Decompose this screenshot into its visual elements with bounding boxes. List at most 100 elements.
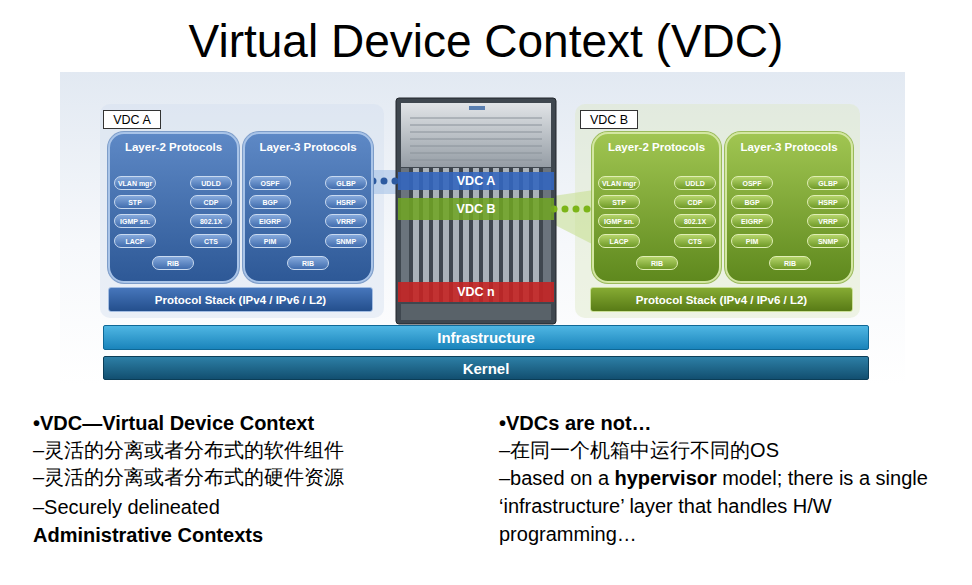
protocol-pill: EIGRP — [731, 214, 773, 228]
region-shade — [100, 104, 384, 318]
layer-bar: Infrastructure — [103, 325, 869, 350]
protocol-pill: IGMP sn. — [598, 214, 640, 228]
node-text: Infrastructure — [437, 329, 535, 346]
protocol-stack-bar: Protocol Stack (IPv4 / IPv6 / L2) — [108, 287, 373, 312]
node-text: VDC B — [590, 113, 628, 127]
node-text: 802.1X — [684, 218, 706, 225]
protocol-pill: PIM — [249, 234, 291, 248]
node-text: SNMP — [818, 238, 838, 245]
dotted-link — [373, 178, 398, 185]
protocol-pill: OSPF — [249, 176, 291, 190]
chassis-base — [401, 304, 551, 320]
node-text: VRRP — [818, 218, 837, 225]
node-text: PIM — [746, 238, 758, 245]
node-text: Protocol Stack (IPv4 / IPv6 / L2) — [155, 294, 326, 306]
node-text: GLBP — [818, 180, 837, 187]
node-text: HSRP — [336, 199, 355, 206]
node-text: VLAN mgr — [118, 180, 152, 187]
bullet-text: –based on a — [499, 467, 609, 489]
protocol-pill: UDLD — [674, 176, 716, 190]
protocol-group: Layer-3 ProtocolsOSPF GLBP BGP HSRP EIGRP VRR… — [243, 132, 373, 283]
node-text: Layer-2 Protocols — [125, 141, 222, 153]
protocol-pill: SNMP — [807, 234, 849, 248]
protocol-pill: CTS — [190, 234, 232, 248]
bullet-text: •VDCs are not… — [499, 409, 652, 437]
bullet-text: –在同一个机箱中运行不同的OS — [499, 436, 779, 464]
vdc-tag: VDC A — [103, 110, 161, 129]
protocol-pill: HSRP — [807, 195, 849, 209]
node-text: RIB — [784, 260, 796, 267]
vdc-band: VDC A — [398, 172, 554, 190]
node-text: VRRP — [336, 218, 355, 225]
bullet-text: –灵活的分离或者分布式的硬件资源 — [33, 463, 344, 491]
node-text: EIGRP — [259, 218, 281, 225]
node-text: VDC n — [457, 285, 495, 299]
node-text: Layer-3 Protocols — [259, 141, 356, 153]
node-text: SNMP — [336, 238, 356, 245]
node-text: VLAN mgr — [602, 180, 636, 187]
protocol-group: Layer-3 ProtocolsOSPF GLBP BGP HSRP EIGRP VRR… — [725, 132, 853, 283]
protocol-pill: VRRP — [807, 214, 849, 228]
protocol-pill: VRRP — [325, 214, 367, 228]
node-text: CTS — [688, 238, 702, 245]
protocol-pill: 802.1X — [674, 214, 716, 228]
bullet-text: hypervisor — [615, 467, 717, 489]
protocol-pill: RIB — [152, 256, 194, 270]
dotted-link — [554, 206, 592, 213]
chassis-body — [396, 98, 556, 324]
node-text: Layer-3 Protocols — [740, 141, 837, 153]
protocol-pill: GLBP — [807, 176, 849, 190]
protocol-pill: UDLD — [190, 176, 232, 190]
node-text: 802.1X — [200, 218, 222, 225]
node-text: VDC A — [113, 113, 151, 127]
link-arm — [553, 190, 594, 245]
protocol-pill: CTS — [674, 234, 716, 248]
node-text: Protocol Stack (IPv4 / IPv6 / L2) — [636, 294, 807, 306]
bullet-text: –灵活的分离或者分布式的软件组件 — [33, 436, 344, 464]
vdc-band: VDC B — [398, 198, 554, 220]
protocol-pill: OSPF — [731, 176, 773, 190]
node-text: RIB — [302, 260, 314, 267]
protocol-stack-bar: Protocol Stack (IPv4 / IPv6 / L2) — [590, 287, 853, 312]
node-text: BGP — [262, 199, 277, 206]
node-text: Layer-2 Protocols — [608, 141, 705, 153]
slide-title: Virtual Device Context (VDC) — [0, 13, 972, 69]
node-text: Kernel — [463, 360, 510, 377]
node-text: RIB — [651, 260, 663, 267]
node-text: STP — [128, 199, 142, 206]
protocol-pill: CDP — [190, 195, 232, 209]
protocol-pill: RIB — [636, 256, 678, 270]
vdc-band: VDC n — [398, 282, 554, 302]
node-text: UDLD — [685, 180, 704, 187]
protocol-pill: RIB — [769, 256, 811, 270]
protocol-pill: HSRP — [325, 195, 367, 209]
bullet-paragraph: –based on ahypervisormodel; there is a s… — [499, 464, 966, 548]
node-text: STP — [612, 199, 626, 206]
node-text: VDC B — [457, 202, 496, 216]
node-text: UDLD — [201, 180, 220, 187]
protocol-pill: BGP — [731, 195, 773, 209]
node-text: RIB — [167, 260, 179, 267]
protocol-group: Layer-2 ProtocolsVLAN mgr UDLD STP CDP IGMP … — [108, 132, 239, 283]
chassis-top — [401, 103, 551, 167]
node-text: IGMP sn. — [604, 218, 634, 225]
protocol-pill: EIGRP — [249, 214, 291, 228]
protocol-pill: STP — [598, 195, 640, 209]
node-text: PIM — [264, 238, 276, 245]
protocol-pill: STP — [114, 195, 156, 209]
protocol-pill: SNMP — [325, 234, 367, 248]
node-text: LACP — [609, 238, 628, 245]
node-text: BGP — [744, 199, 759, 206]
protocol-group: Layer-2 ProtocolsVLAN mgrUDLDSTPCDPIGMP … — [592, 132, 721, 283]
protocol-pill: IGMP sn. — [114, 214, 156, 228]
bullet-text: •VDC—Virtual Device Context — [33, 409, 314, 437]
node-text: LACP — [125, 238, 144, 245]
protocol-pill: 802.1X — [190, 214, 232, 228]
region-shade — [575, 104, 860, 318]
node-text: CDP — [204, 199, 219, 206]
layer-bar: Kernel — [103, 356, 869, 380]
bullet-text: –Securely delineated — [33, 493, 220, 521]
protocol-pill: GLBP — [325, 176, 367, 190]
bullet-text: Administrative Contexts — [33, 521, 263, 549]
node-text: EIGRP — [741, 218, 763, 225]
